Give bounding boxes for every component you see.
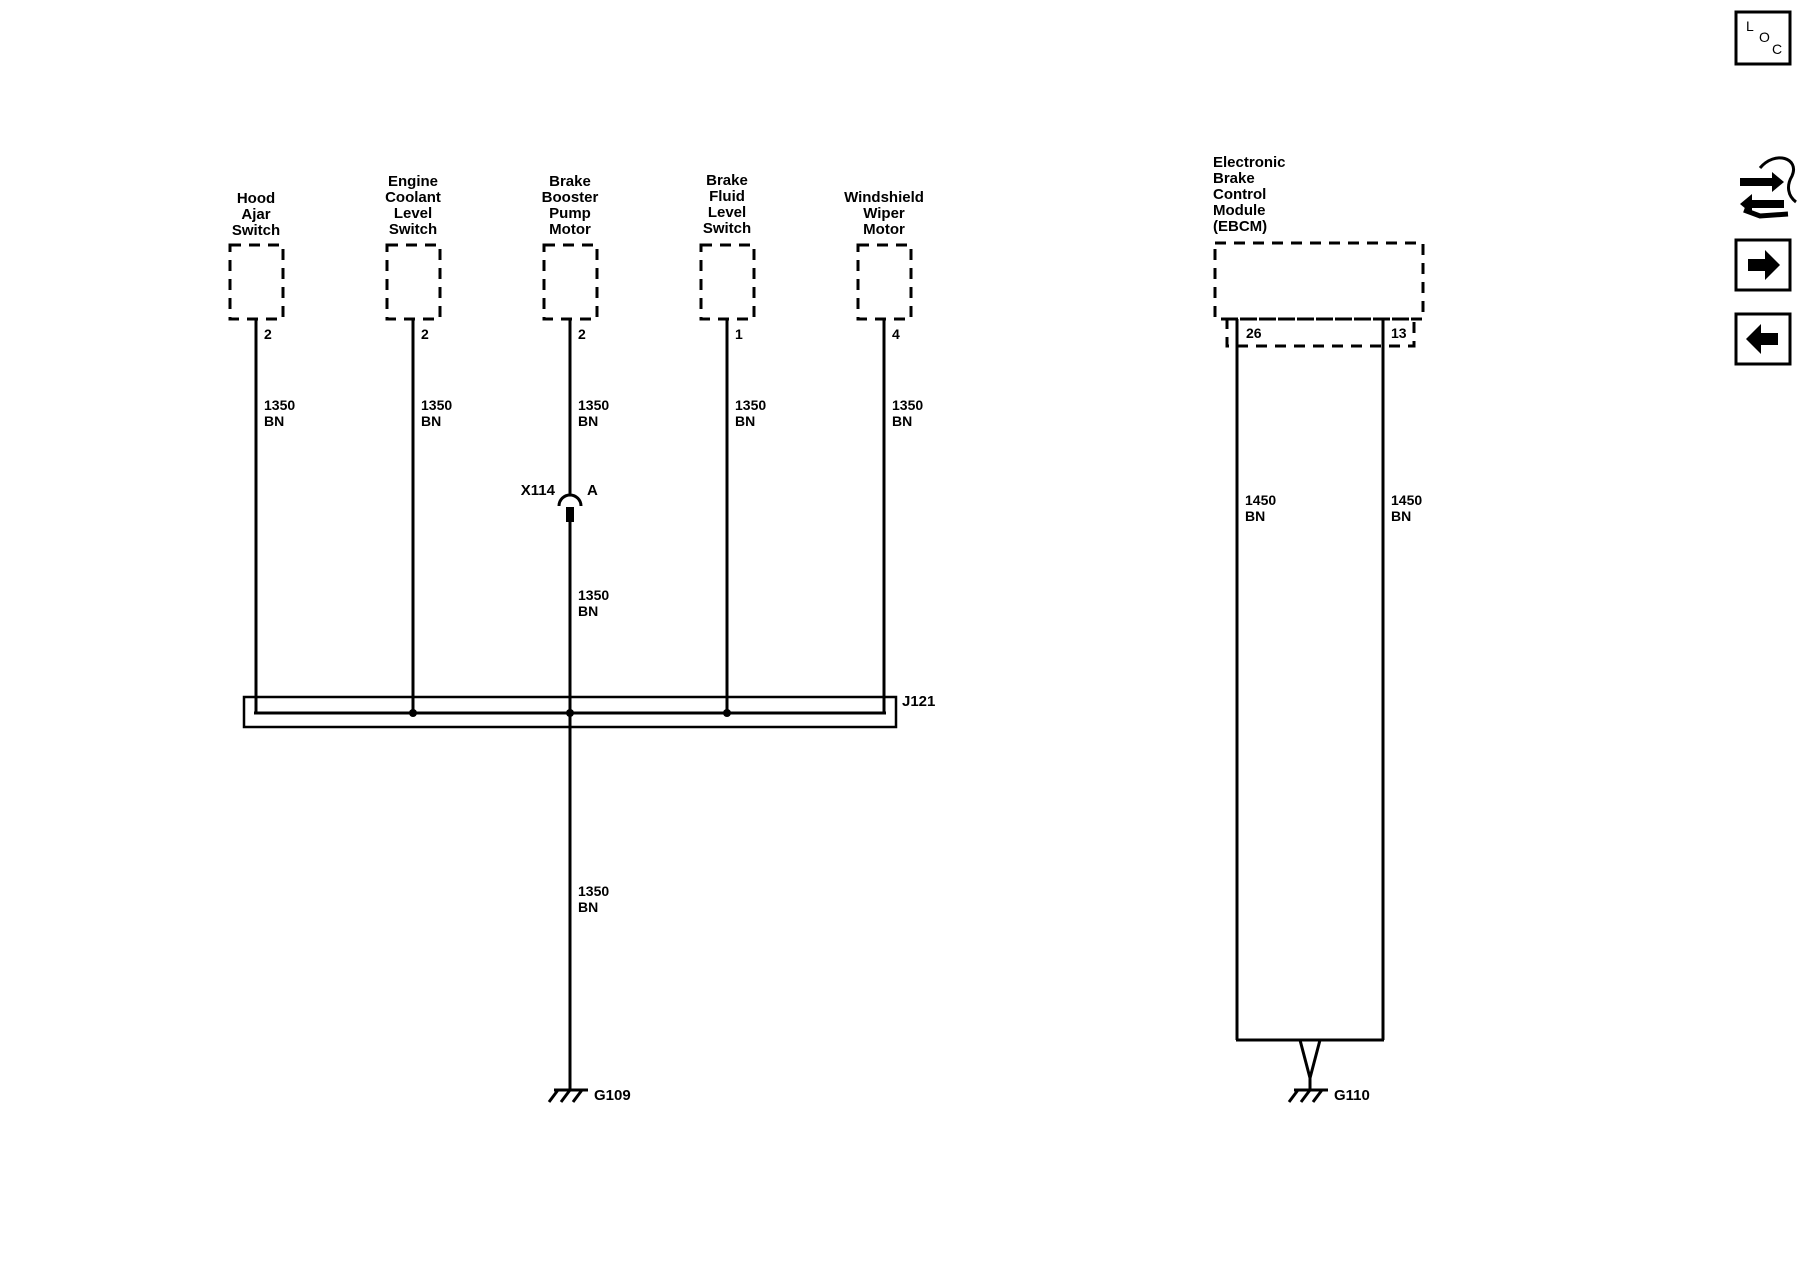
component-label-line: Brake	[706, 172, 748, 189]
wire-circuit-label: 1350	[578, 587, 609, 603]
component-label-line: Switch	[232, 222, 280, 239]
component-label-line: Wiper	[863, 205, 905, 222]
wire-color-label: BN	[892, 413, 912, 429]
ground-label: G110	[1334, 1087, 1370, 1104]
wire-circuit-label: 1350	[421, 397, 452, 413]
ebcm-connector-box	[1225, 317, 1416, 348]
component-label-line: Electronic	[1213, 154, 1286, 171]
wire-circuit-label: 1450	[1245, 492, 1276, 508]
wiring-tool-button[interactable]	[1740, 156, 1797, 219]
wire-circuit-label: 1350	[578, 883, 609, 899]
ground-symbol-slash	[1299, 1089, 1312, 1103]
ground-g110: G110	[1287, 1076, 1370, 1104]
component-ebcm: Electronic Brake Control Module (EBCM) 2…	[1213, 154, 1425, 1079]
connector-name-label: X114	[521, 482, 556, 499]
component-box	[542, 243, 599, 321]
component-label-line: Brake	[549, 173, 591, 190]
component-label-line: Brake	[1213, 170, 1255, 187]
ground-symbol-slash	[547, 1089, 560, 1103]
component-label-line: Booster	[542, 189, 599, 206]
ground-symbol-slash	[1311, 1089, 1324, 1103]
inline-connector-x114: X114 A 1350 BN	[521, 482, 609, 1090]
arrow-right-glyph	[1748, 250, 1780, 280]
component-hood-ajar-switch: Hood Ajar Switch 2 1350 BN	[228, 190, 295, 713]
wire-color-label: BN	[421, 413, 441, 429]
ground-symbol-slash	[571, 1089, 584, 1103]
component-box	[1213, 241, 1425, 321]
loc-letter: C	[1772, 41, 1782, 57]
loc-button[interactable]: L O C	[1734, 10, 1792, 66]
loc-letter: L	[1746, 18, 1754, 34]
connector-female-arc	[557, 493, 583, 507]
ground-symbol-slash	[559, 1089, 572, 1103]
wire-color-label: BN	[735, 413, 755, 429]
pin-label: 13	[1391, 325, 1407, 341]
component-label-line: (EBCM)	[1213, 218, 1267, 235]
wire-color-label: BN	[264, 413, 284, 429]
splice-pack-label: J121	[902, 693, 935, 710]
wire-color-label: BN	[1245, 508, 1265, 524]
ground-join-lead	[1298, 1039, 1322, 1079]
pin-label: 2	[578, 326, 586, 342]
component-brake-fluid-level-switch: Brake Fluid Level Switch 1 1350 BN	[699, 172, 766, 713]
component-brake-booster-pump-motor: Brake Booster Pump Motor 2 1350 BN	[542, 173, 609, 496]
component-box	[385, 243, 442, 321]
loc-letter: O	[1759, 29, 1770, 45]
component-label-line: Module	[1213, 202, 1266, 219]
component-label-line: Control	[1213, 186, 1266, 203]
pin-label: 2	[421, 326, 429, 342]
component-box	[699, 243, 756, 321]
component-label-line: Switch	[703, 220, 751, 237]
component-label-line: Fluid	[709, 188, 745, 205]
component-label-line: Pump	[549, 205, 591, 222]
pin-label: 2	[264, 326, 272, 342]
component-windshield-wiper-motor: Windshield Wiper Motor 4 1350 BN	[844, 189, 924, 713]
ground-symbol-slash	[1287, 1089, 1300, 1103]
next-page-button[interactable]	[1734, 238, 1792, 292]
component-box	[856, 243, 913, 321]
component-box	[228, 243, 285, 321]
splice-pack-outline	[242, 695, 898, 729]
wire-color-label: BN	[578, 899, 598, 915]
component-label-line: Level	[394, 205, 432, 222]
wire-circuit-label: 1350	[735, 397, 766, 413]
wire-color-label: BN	[1391, 508, 1411, 524]
component-label-line: Windshield	[844, 189, 924, 206]
component-label-line: Motor	[549, 221, 591, 238]
component-engine-coolant-level-switch: Engine Coolant Level Switch 2 1350 BN	[385, 173, 452, 713]
splice-pack-j121: J121	[242, 693, 935, 729]
splice-dot	[409, 709, 417, 717]
ground-g109: G109	[547, 1087, 631, 1104]
connector-pin-label: A	[587, 482, 598, 499]
loc-icon[interactable]	[1734, 10, 1792, 66]
splice-dot	[566, 709, 574, 717]
pin-label: 4	[892, 326, 900, 342]
wire-circuit-label: 1350	[892, 397, 923, 413]
ground-label: G109	[594, 1087, 631, 1104]
component-label-line: Level	[708, 204, 746, 221]
component-label-line: Ajar	[241, 206, 270, 223]
component-label-line: Engine	[388, 173, 438, 190]
component-label-line: Hood	[237, 190, 275, 207]
wire-circuit-label: 1350	[578, 397, 609, 413]
wire-circuit-label: 1350	[264, 397, 295, 413]
pin-label: 1	[735, 326, 743, 342]
pin-label: 26	[1246, 325, 1262, 341]
component-label-line: Coolant	[385, 189, 441, 206]
wire-color-label: BN	[578, 413, 598, 429]
wire-color-label: BN	[578, 603, 598, 619]
wire-tool-icon[interactable]	[1740, 156, 1797, 219]
wire-to-ground-g109: 1350 BN	[578, 883, 609, 915]
component-label-line: Motor	[863, 221, 905, 238]
arrow-left-glyph	[1746, 324, 1778, 354]
prev-page-button[interactable]	[1734, 312, 1792, 366]
wire-circuit-label: 1450	[1391, 492, 1422, 508]
component-label-line: Switch	[389, 221, 437, 238]
connector-male-pin	[566, 507, 574, 522]
splice-dot	[723, 709, 731, 717]
